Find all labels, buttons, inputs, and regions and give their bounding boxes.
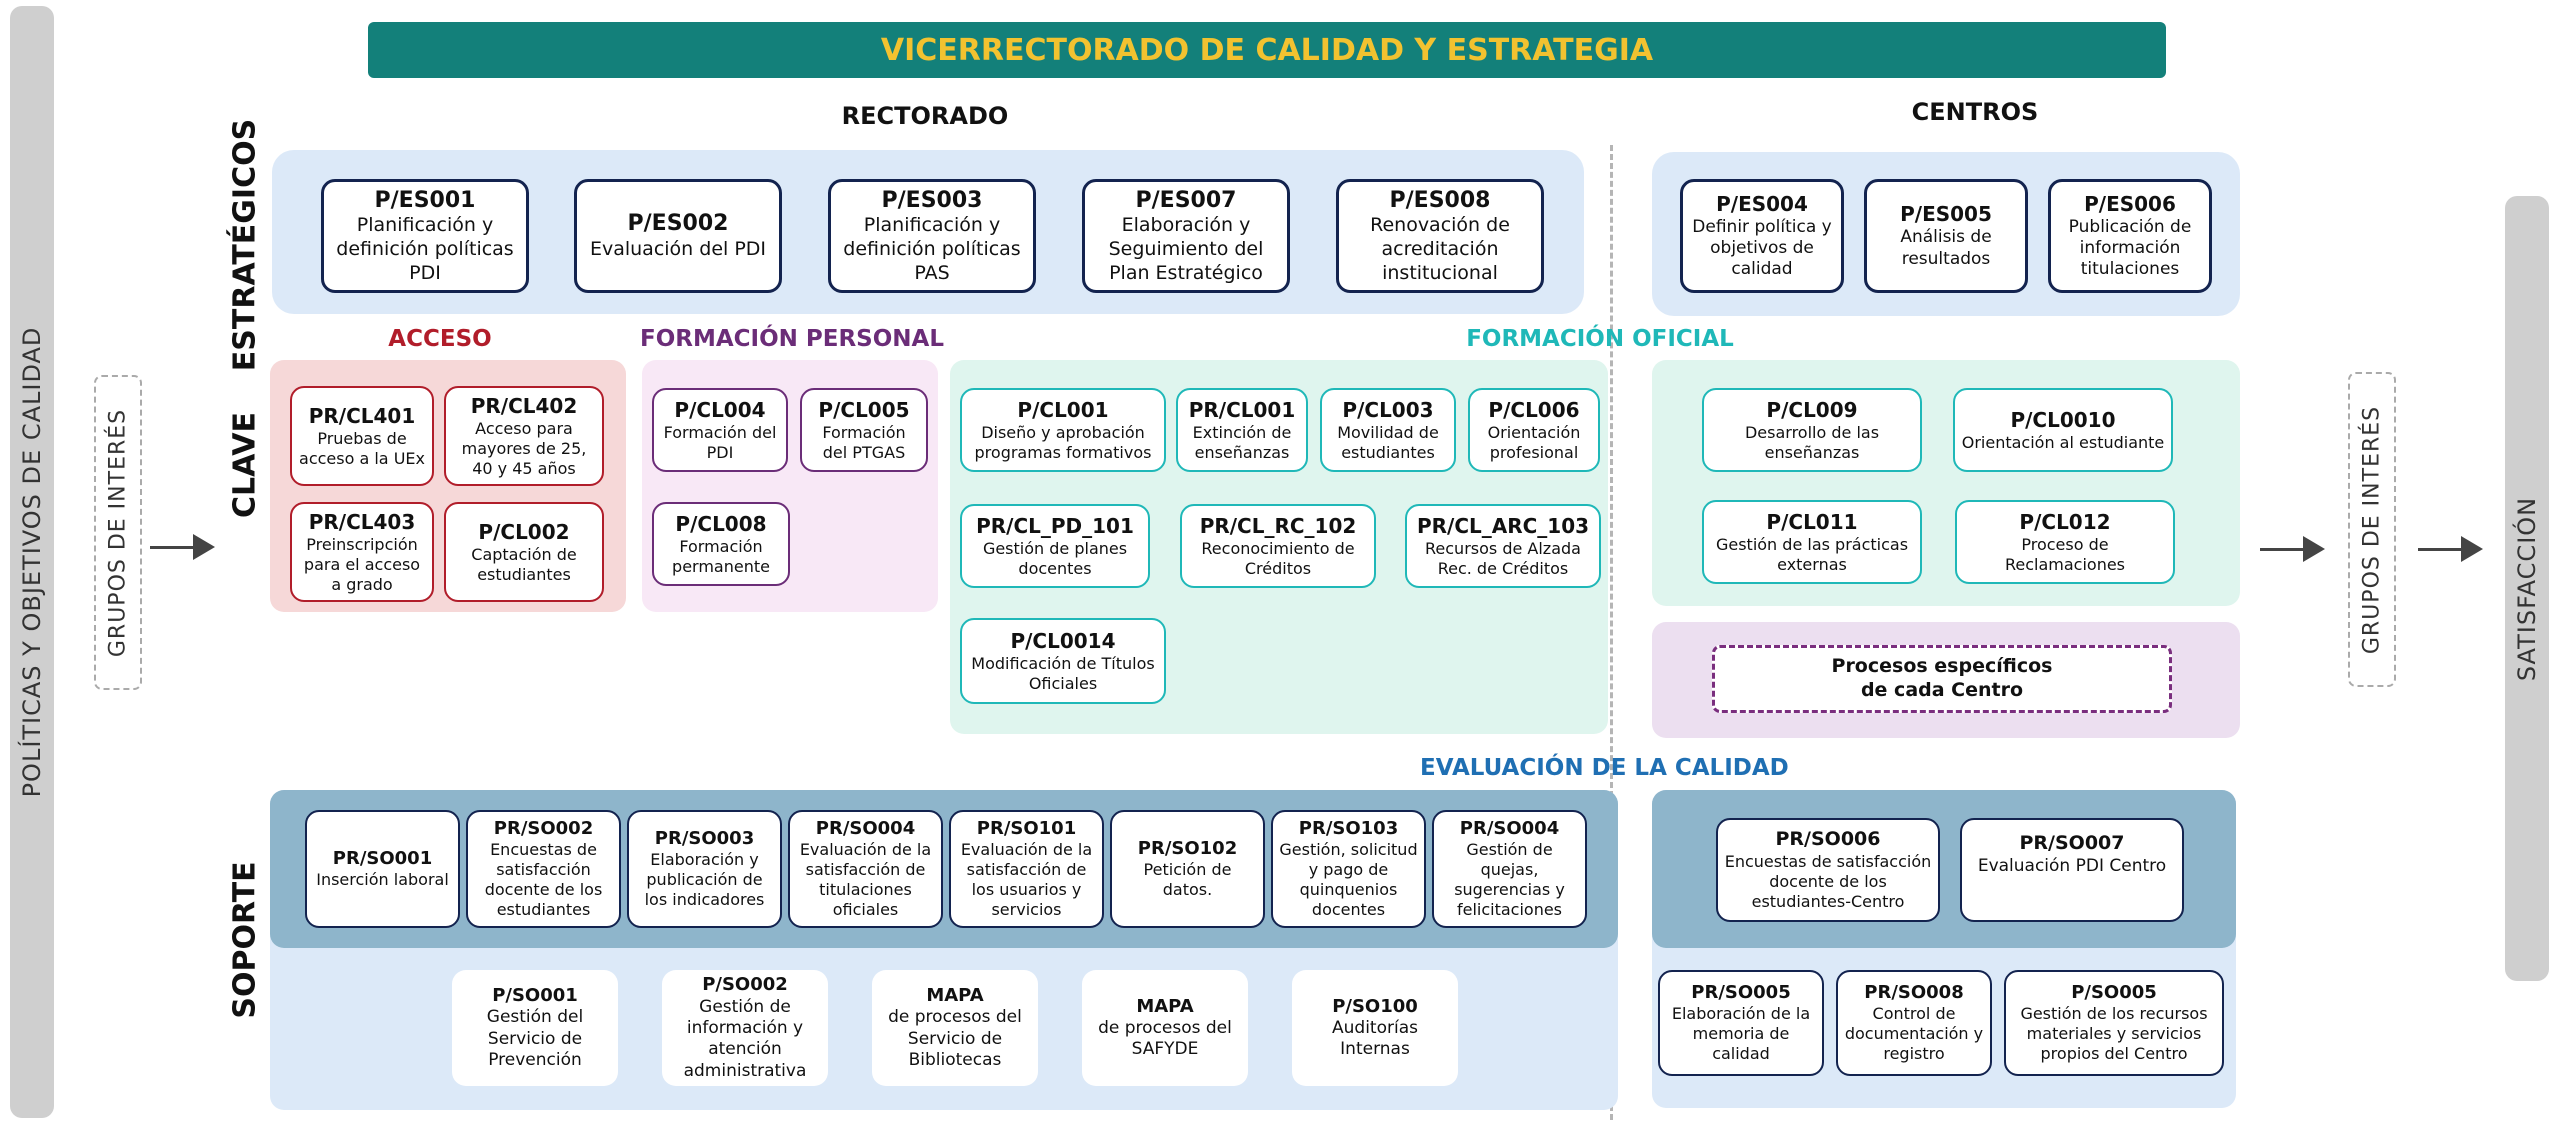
process-box[interactable]: PR/SO003 Elaboración y publicación de lo… bbox=[627, 810, 782, 928]
process-box[interactable]: PR/SO006 Encuestas de satisfacción docen… bbox=[1716, 818, 1940, 922]
group-title-formacion-oficial: FORMACIÓN OFICIAL bbox=[1466, 326, 1734, 352]
process-box[interactable]: P/CL002 Captación de estudiantes bbox=[444, 502, 604, 602]
arrow-right-icon bbox=[193, 534, 215, 560]
process-box[interactable]: P/CL012 Proceso de Reclamaciones bbox=[1955, 500, 2175, 584]
process-box[interactable]: P/CL011 Gestión de las prácticas externa… bbox=[1702, 500, 1922, 584]
procesos-especificos-box[interactable]: Procesos específicos de cada Centro bbox=[1712, 645, 2172, 713]
process-box[interactable]: MAPA de procesos del Servicio de Bibliot… bbox=[872, 970, 1038, 1086]
process-box[interactable]: P/ES004 Definir política y objetivos de … bbox=[1680, 179, 1844, 293]
group-title-formacion-personal: FORMACIÓN PERSONAL bbox=[640, 326, 945, 352]
process-box[interactable]: PR/CL401 Pruebas de acceso a la UEx bbox=[290, 386, 434, 486]
process-box[interactable]: PR/SO008 Control de documentación y regi… bbox=[1836, 970, 1992, 1076]
process-box[interactable]: P/SO005 Gestión de los recursos material… bbox=[2004, 970, 2224, 1076]
row-label-clave: CLAVE bbox=[227, 411, 263, 519]
process-box[interactable]: PR/SO002 Encuestas de satisfacción docen… bbox=[466, 810, 621, 928]
column-heading-centros: CENTROS bbox=[1911, 98, 2039, 126]
process-box[interactable]: P/ES008 Renovación de acreditación insti… bbox=[1336, 179, 1544, 293]
process-box[interactable]: P/SO001 Gestión del Servicio de Prevenci… bbox=[452, 970, 618, 1086]
column-heading-rectorado: RECTORADO bbox=[841, 102, 1009, 130]
process-box[interactable]: P/ES003 Planificación y definición polít… bbox=[828, 179, 1036, 293]
grupos-interes-right: GRUPOS DE INTERÉS bbox=[2348, 372, 2396, 687]
process-box[interactable]: PR/CL_RC_102 Reconocimiento de Créditos bbox=[1180, 504, 1376, 588]
right-sidebar-label: SATISFACCIÓN bbox=[2513, 496, 2541, 681]
process-box[interactable]: PR/CL_PD_101 Gestión de planes docentes bbox=[960, 504, 1150, 588]
grupos-interes-right-label: GRUPOS DE INTERÉS bbox=[2359, 405, 2385, 654]
left-sidebar: POLÍTICAS Y OBJETIVOS DE CALIDAD bbox=[10, 6, 54, 1118]
process-box[interactable]: PR/SO102 Petición de datos. bbox=[1110, 810, 1265, 928]
process-box[interactable]: P/CL006 Orientación profesional bbox=[1468, 388, 1600, 472]
right-sidebar: SATISFACCIÓN bbox=[2505, 196, 2549, 981]
page-title: VICERRECTORADO DE CALIDAD Y ESTRATEGIA bbox=[368, 22, 2166, 78]
row-label-estrategicos: ESTRATÉGICOS bbox=[227, 118, 263, 372]
row-label-soporte: SOPORTE bbox=[227, 861, 263, 1019]
process-box[interactable]: P/CL001 Diseño y aprobación programas fo… bbox=[960, 388, 1166, 472]
process-box[interactable]: P/ES002 Evaluación del PDI bbox=[574, 179, 782, 293]
process-box[interactable]: PR/SO007 Evaluación PDI Centro bbox=[1960, 818, 2184, 922]
process-box[interactable]: P/CL0014 Modificación de Títulos Oficial… bbox=[960, 618, 1166, 704]
process-box[interactable]: PR/SO005 Elaboración de la memoria de ca… bbox=[1658, 970, 1824, 1076]
arrow-right-icon bbox=[2303, 536, 2325, 562]
process-box[interactable]: P/ES006 Publicación de información titul… bbox=[2048, 179, 2212, 293]
process-box[interactable]: P/CL005 Formación del PTGAS bbox=[800, 388, 928, 472]
process-box[interactable]: PR/SO004 Gestión de quejas, sugerencias … bbox=[1432, 810, 1587, 928]
process-box[interactable]: PR/SO004 Evaluación de la satisfacción d… bbox=[788, 810, 943, 928]
arrow-line-1 bbox=[150, 546, 195, 549]
process-box[interactable]: PR/SO001 Inserción laboral bbox=[305, 810, 460, 928]
arrow-line-2 bbox=[2260, 548, 2305, 551]
process-box[interactable]: P/ES005 Análisis de resultados bbox=[1864, 179, 2028, 293]
process-box[interactable]: P/CL003 Movilidad de estudiantes bbox=[1320, 388, 1456, 472]
group-title-evaluacion: EVALUACIÓN DE LA CALIDAD bbox=[1420, 755, 1789, 781]
process-box[interactable]: P/CL008 Formación permanente bbox=[652, 502, 790, 586]
process-box[interactable]: PR/CL402 Acceso para mayores de 25, 40 y… bbox=[444, 386, 604, 486]
process-box[interactable]: P/SO002 Gestión de información y atenció… bbox=[662, 970, 828, 1086]
grupos-interes-left: GRUPOS DE INTERÉS bbox=[94, 375, 142, 690]
grupos-interes-left-label: GRUPOS DE INTERÉS bbox=[105, 408, 131, 657]
process-box[interactable]: PR/CL_ARC_103 Recursos de Alzada Rec. de… bbox=[1405, 504, 1601, 588]
process-box[interactable]: P/ES007 Elaboración y Seguimiento del Pl… bbox=[1082, 179, 1290, 293]
process-box[interactable]: PR/SO103 Gestión, solicitud y pago de qu… bbox=[1271, 810, 1426, 928]
process-box[interactable]: P/CL004 Formación del PDI bbox=[652, 388, 788, 472]
process-box[interactable]: PR/CL403 Preinscripción para el acceso a… bbox=[290, 502, 434, 602]
group-title-acceso: ACCESO bbox=[388, 326, 492, 352]
process-box[interactable]: MAPA de procesos del SAFYDE bbox=[1082, 970, 1248, 1086]
process-box[interactable]: PR/CL001 Extinción de enseñanzas bbox=[1176, 388, 1308, 472]
left-sidebar-label: POLÍTICAS Y OBJETIVOS DE CALIDAD bbox=[18, 326, 46, 798]
process-box[interactable]: P/CL009 Desarrollo de las enseñanzas bbox=[1702, 388, 1922, 472]
process-box[interactable]: P/ES001 Planificación y definición polít… bbox=[321, 179, 529, 293]
process-box[interactable]: P/CL0010 Orientación al estudiante bbox=[1953, 388, 2173, 472]
process-box[interactable]: P/SO100 Auditorías Internas bbox=[1292, 970, 1458, 1086]
arrow-line-3 bbox=[2418, 548, 2463, 551]
arrow-right-icon bbox=[2461, 536, 2483, 562]
process-box[interactable]: PR/SO101 Evaluación de la satisfacción d… bbox=[949, 810, 1104, 928]
column-divider bbox=[1610, 145, 1613, 1120]
